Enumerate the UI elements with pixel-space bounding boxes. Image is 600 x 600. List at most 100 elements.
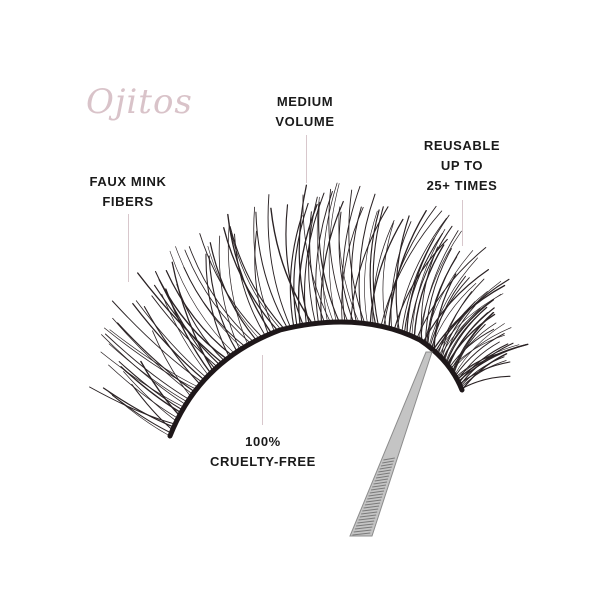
lash-fiber xyxy=(169,250,235,354)
lash-fiber xyxy=(458,343,509,384)
lash-fiber xyxy=(152,330,192,398)
tweezer-ridge xyxy=(354,526,373,530)
lash-fiber xyxy=(451,312,494,373)
lash-fiber xyxy=(171,261,214,372)
lash-fiber xyxy=(425,248,452,345)
lash-fiber xyxy=(322,182,338,323)
lash-fiber xyxy=(382,222,394,328)
callout-reusable-line3: 25+ TIMES xyxy=(426,178,498,193)
tweezer-ridge xyxy=(373,481,388,485)
lash-fiber xyxy=(102,387,175,428)
lash-fiber xyxy=(229,226,285,330)
lash-fiber xyxy=(428,257,478,347)
lash-fiber xyxy=(350,206,389,323)
lash-fiber xyxy=(188,246,255,343)
lash-fiber xyxy=(184,249,252,344)
tweezer-ridge xyxy=(365,499,382,503)
lash-fiber xyxy=(433,273,457,352)
tweezer-ridge xyxy=(361,511,378,515)
callout-faux-mink: FAUX MINK FIBERS xyxy=(78,172,178,212)
lash-fiber xyxy=(447,312,489,368)
lash-fiber xyxy=(255,211,289,329)
lash-fiber xyxy=(454,333,505,377)
lash-fiber xyxy=(369,209,380,326)
lash-fiber xyxy=(223,227,279,332)
callout-cruelty-free-line1: 100% xyxy=(245,434,281,449)
lash-fiber xyxy=(372,220,395,326)
tweezer-ridge xyxy=(357,520,375,524)
lash-fiber xyxy=(230,232,282,331)
lash-fiber xyxy=(158,279,228,360)
callout-medium-volume-line2: VOLUME xyxy=(275,114,335,129)
lash-fiber xyxy=(395,215,410,332)
lash-fiber xyxy=(406,238,435,335)
tweezer-ridge xyxy=(370,487,386,491)
callout-medium-volume-line1: MEDIUM xyxy=(276,94,334,109)
lash-fiber xyxy=(444,304,476,362)
lash-fiber xyxy=(123,371,177,422)
tweezer-ridge xyxy=(377,472,390,476)
lash-fiber xyxy=(151,295,218,368)
tweezer-ridge xyxy=(353,529,372,533)
callout-reusable-line1: REUSABLE xyxy=(423,138,501,153)
lash-fiber xyxy=(440,291,473,358)
lash-fiber xyxy=(176,283,226,362)
lash-fiber xyxy=(457,344,527,383)
lash-fiber xyxy=(383,205,437,328)
callout-cruelty-free: 100% CRUELTY-FREE xyxy=(206,432,320,472)
lash-fiber xyxy=(100,351,185,408)
lash-fiber xyxy=(456,344,520,379)
lash-fiber xyxy=(364,210,378,325)
lash-fiber xyxy=(380,210,443,327)
lash-fiber xyxy=(441,301,476,359)
lash-fiber xyxy=(207,246,260,340)
lash-fiber xyxy=(132,302,205,381)
lash-fiber xyxy=(108,391,171,437)
lash-fiber xyxy=(396,217,447,331)
tweezer-ridge xyxy=(379,466,392,470)
lash-fiber xyxy=(161,293,209,376)
lash-fiber xyxy=(420,246,439,342)
lash-fiber xyxy=(459,342,514,386)
lash-fiber xyxy=(109,329,199,388)
lash-fiber xyxy=(429,277,470,348)
leader-cruelty-free xyxy=(262,355,263,425)
tweezer-ridge xyxy=(372,484,387,488)
lash-fiber xyxy=(253,206,276,333)
callout-faux-mink-line2: FIBERS xyxy=(102,194,154,209)
lash-fiber xyxy=(442,299,495,361)
lash-fiber xyxy=(457,341,500,382)
lash-band xyxy=(167,319,465,439)
tweezer-ridge xyxy=(356,523,374,527)
lash-fiber xyxy=(316,196,334,323)
lash-fiber xyxy=(308,196,318,324)
lash-fiber xyxy=(293,202,309,327)
lash-fiber xyxy=(338,206,360,324)
lash-fiber xyxy=(328,188,349,323)
lash-fiber xyxy=(298,184,311,325)
tweezer-ridge xyxy=(382,460,394,464)
lash-fiber xyxy=(165,269,233,356)
lash-fiber xyxy=(285,204,304,326)
callout-faux-mink-line1: FAUX MINK xyxy=(89,174,167,189)
lash-fiber xyxy=(403,233,443,334)
lash-fiber xyxy=(461,353,508,391)
lash-strip xyxy=(89,182,529,437)
tweezer-ridge xyxy=(378,469,391,473)
lash-fiber xyxy=(454,323,505,376)
lash-fiber xyxy=(302,194,331,323)
callout-cruelty-free-line2: CRUELTY-FREE xyxy=(210,454,316,469)
tweezer-ridge xyxy=(383,457,395,461)
tweezer-ridge xyxy=(375,475,389,479)
callout-reusable: REUSABLE UP TO 25+ TIMES xyxy=(416,136,508,196)
lash-fiber xyxy=(104,327,197,390)
tweezer-ridge xyxy=(380,463,393,467)
lash-fiber xyxy=(341,185,361,323)
leader-medium-volume xyxy=(306,135,307,183)
lash-fiber xyxy=(369,218,404,325)
tweezer-ridge xyxy=(364,502,381,506)
lash-fiber xyxy=(446,313,496,366)
lash-fiber xyxy=(208,255,238,353)
tweezer-ridge xyxy=(352,532,371,536)
